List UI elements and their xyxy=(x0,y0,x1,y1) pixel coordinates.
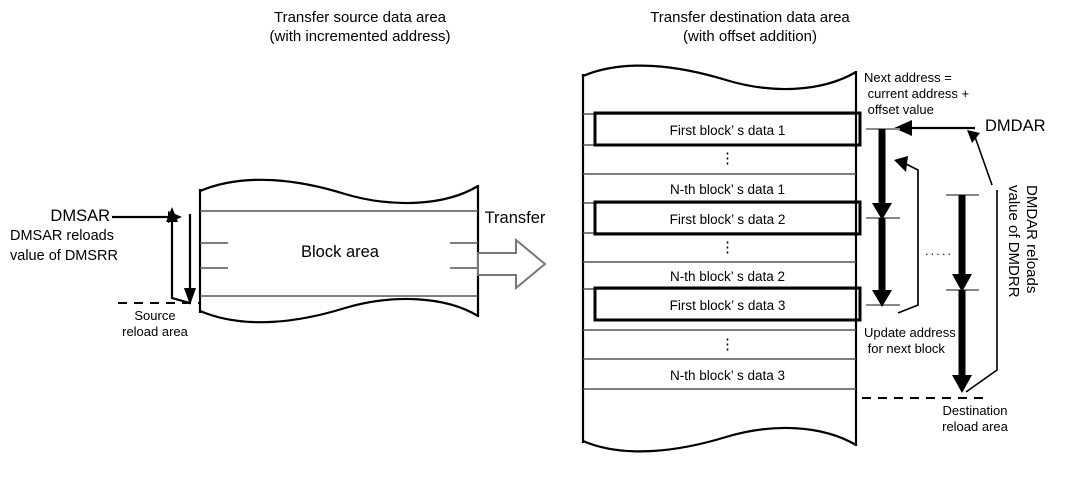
destination-block-shape xyxy=(581,64,862,453)
offset-step-arrows xyxy=(866,128,900,307)
table-row: N-th block’ s data 3 xyxy=(669,368,786,383)
next-address-note: Next address = current address + offset … xyxy=(864,70,970,117)
dmdar-reload-leader xyxy=(965,190,998,393)
dmsar-reload-loop-arrow xyxy=(166,207,196,305)
dmdar-leader-line xyxy=(967,130,993,186)
table-row: ⋮ xyxy=(720,336,735,353)
dmsar-reload-line2: value of DMSRR xyxy=(10,248,118,264)
transfer-arrow-icon xyxy=(477,237,547,291)
dmsar-label: DMSAR xyxy=(50,207,110,225)
left-diagram-title: Transfer source data area(with increment… xyxy=(269,9,451,45)
table-row: First block’ s data 1 xyxy=(669,123,786,138)
update-address-bracket xyxy=(894,156,919,314)
table-row: First block’ s data 2 xyxy=(669,212,786,227)
transfer-label: Transfer xyxy=(470,210,560,227)
dmdar-label: DMDAR xyxy=(985,117,1046,135)
dmsar-reload-line1: DMSAR reloads xyxy=(10,228,114,244)
table-row: N-th block’ s data 2 xyxy=(669,269,786,284)
dmdar-pointer-arrow xyxy=(894,120,975,136)
source-block-shape xyxy=(198,178,480,324)
table-row: N-th block’ s data 1 xyxy=(669,182,786,197)
ellipsis-between-blocks: ..... xyxy=(925,243,954,258)
block-area-label: Block area xyxy=(301,243,379,261)
table-row: First block’ s data 3 xyxy=(669,298,786,313)
right-diagram-title: Transfer destination data area(with offs… xyxy=(650,9,850,45)
transfer-label-text: Transfer xyxy=(484,209,546,227)
update-address-note: Update address for next block xyxy=(864,325,956,356)
destination-reload-arrows xyxy=(946,194,979,393)
table-row: ⋮ xyxy=(720,239,735,256)
table-row: ⋮ xyxy=(720,150,735,167)
